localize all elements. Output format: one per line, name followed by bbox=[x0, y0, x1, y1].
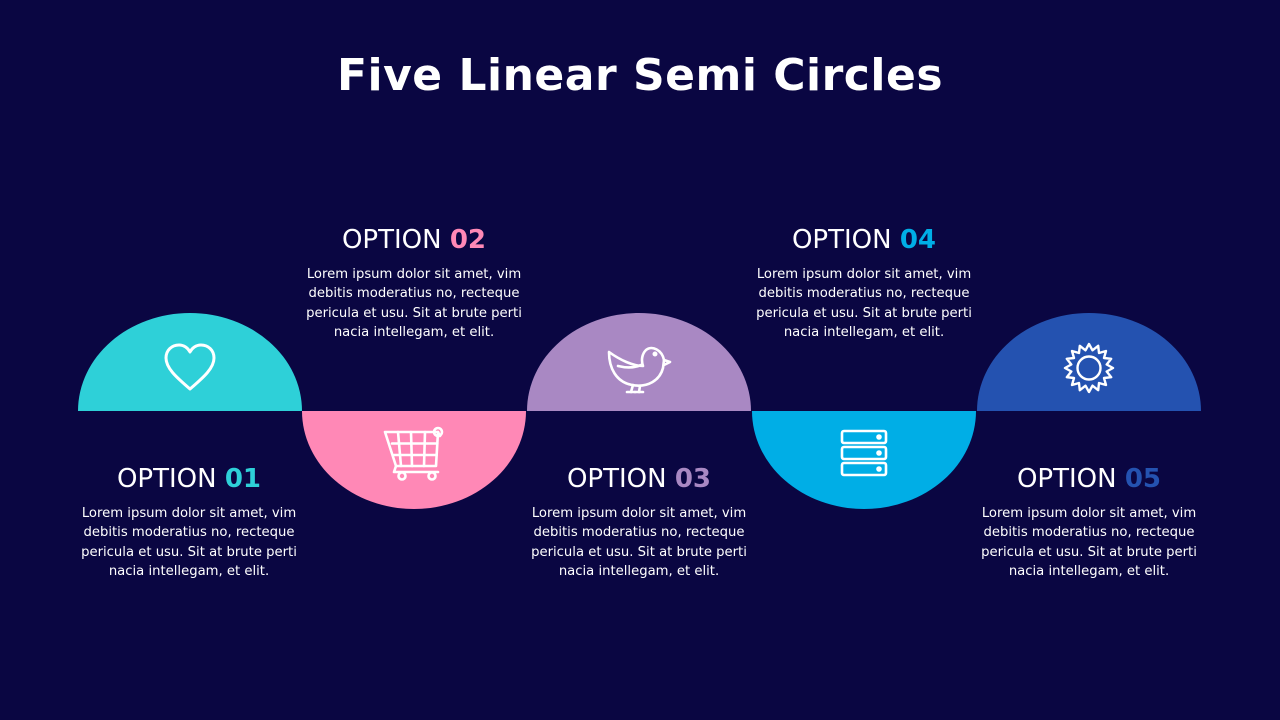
semi-circle-01-shape bbox=[78, 313, 302, 411]
option-04: OPTION 04 Lorem ipsum dolor sit amet, vi… bbox=[744, 224, 984, 343]
option-02-number: 02 bbox=[449, 225, 487, 255]
option-05: OPTION 05 Lorem ipsum dolor sit amet, vi… bbox=[969, 463, 1209, 582]
option-01-title: OPTION 01 bbox=[69, 463, 309, 495]
shopping-cart-icon bbox=[383, 426, 444, 481]
option-01-description: Lorem ipsum dolor sit amet, vim debitis … bbox=[81, 506, 297, 580]
option-03-label: OPTION bbox=[566, 464, 667, 494]
semi-circle-05 bbox=[977, 313, 1201, 411]
option-02-label: OPTION bbox=[341, 225, 442, 255]
semi-circle-02 bbox=[302, 411, 526, 509]
option-04-number: 04 bbox=[899, 225, 937, 255]
option-05-number: 05 bbox=[1124, 464, 1162, 494]
option-03-description: Lorem ipsum dolor sit amet, vim debitis … bbox=[531, 506, 747, 580]
semi-circle-05-shape bbox=[977, 313, 1201, 411]
bird-icon bbox=[607, 346, 672, 394]
option-02-description: Lorem ipsum dolor sit amet, vim debitis … bbox=[306, 267, 522, 341]
option-03-title: OPTION 03 bbox=[519, 463, 759, 495]
option-04-title: OPTION 04 bbox=[744, 224, 984, 256]
server-icon bbox=[840, 429, 888, 477]
heart-icon bbox=[164, 343, 216, 391]
option-04-description: Lorem ipsum dolor sit amet, vim debitis … bbox=[756, 267, 972, 341]
option-03-number: 03 bbox=[674, 464, 712, 494]
semi-circle-03-shape bbox=[527, 313, 751, 411]
semi-circle-03 bbox=[527, 313, 751, 411]
option-01: OPTION 01 Lorem ipsum dolor sit amet, vi… bbox=[69, 463, 309, 582]
option-05-label: OPTION bbox=[1016, 464, 1117, 494]
semi-circle-04 bbox=[752, 411, 976, 509]
option-05-title: OPTION 05 bbox=[969, 463, 1209, 495]
option-05-description: Lorem ipsum dolor sit amet, vim debitis … bbox=[981, 506, 1197, 580]
option-04-label: OPTION bbox=[791, 225, 892, 255]
option-02: OPTION 02 Lorem ipsum dolor sit amet, vi… bbox=[294, 224, 534, 343]
option-02-title: OPTION 02 bbox=[294, 224, 534, 256]
option-01-number: 01 bbox=[224, 464, 262, 494]
semi-circle-01 bbox=[78, 313, 302, 411]
option-03: OPTION 03 Lorem ipsum dolor sit amet, vi… bbox=[519, 463, 759, 582]
page-title: Five Linear Semi Circles bbox=[336, 50, 944, 101]
sun-icon bbox=[1063, 342, 1115, 394]
semi-circle-02-shape bbox=[302, 411, 526, 509]
option-01-label: OPTION bbox=[116, 464, 217, 494]
